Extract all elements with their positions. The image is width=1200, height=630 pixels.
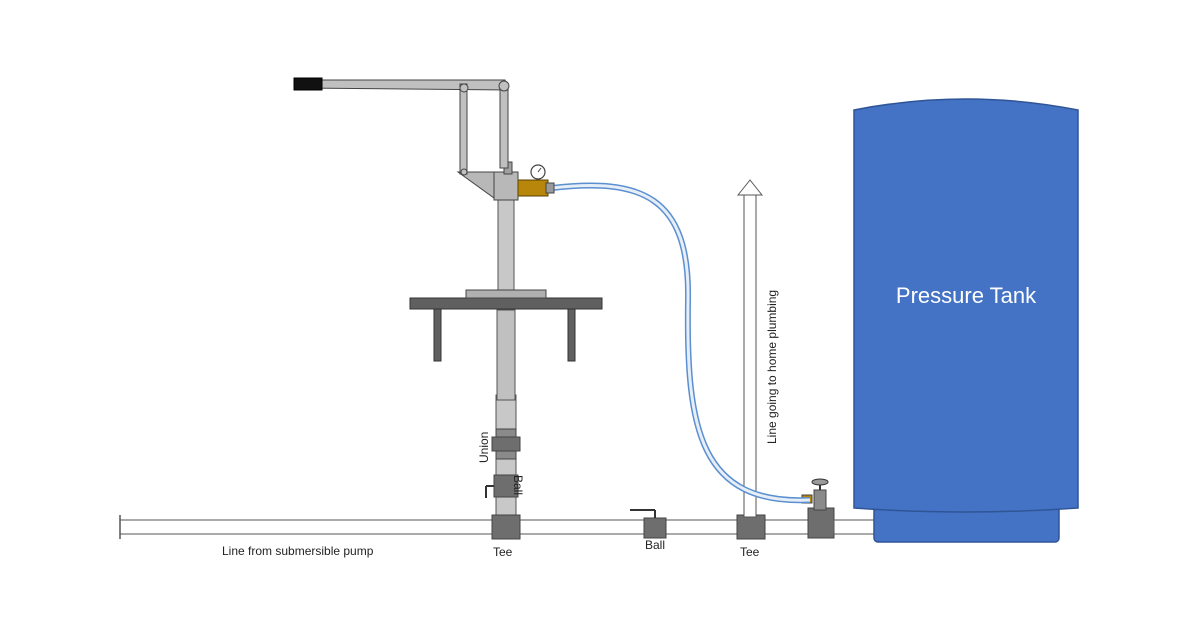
supply-line-label: Line from submersible pump xyxy=(222,544,374,558)
tank-valve xyxy=(801,478,835,539)
flexible-hose xyxy=(551,182,811,504)
ball-valve-vertical-label: Ball xyxy=(511,475,525,495)
pressure-tank-label: Pressure Tank xyxy=(896,283,1037,308)
union-fitting xyxy=(491,428,521,460)
ball-valve-horizontal-label: Ball xyxy=(645,538,665,552)
pump-platform xyxy=(409,289,603,362)
pump-handle xyxy=(293,77,510,176)
ball-valve-horizontal xyxy=(630,509,667,539)
home-plumbing-label: Line going to home plumbing xyxy=(765,290,779,444)
tank-inlet-pipe xyxy=(833,519,879,535)
home-plumbing-line xyxy=(736,179,764,518)
tee-fitting-left xyxy=(491,514,521,540)
union-label: Union xyxy=(477,432,491,463)
pressure-tank: Pressure Tank xyxy=(853,98,1079,543)
tee-fitting-right xyxy=(736,514,766,540)
pump-head xyxy=(456,161,519,201)
ball-valve-vertical xyxy=(485,474,519,498)
arrow-up-icon xyxy=(736,179,764,196)
gauge-fitting xyxy=(517,164,555,197)
tee-right-label: Tee xyxy=(740,545,760,559)
valve-handle-icon xyxy=(811,478,829,486)
tee-left-label: Tee xyxy=(493,545,513,559)
